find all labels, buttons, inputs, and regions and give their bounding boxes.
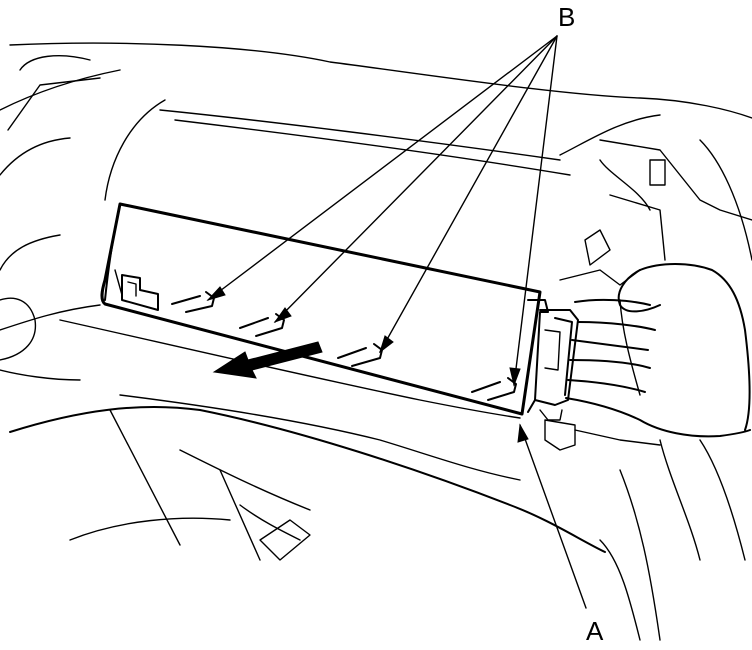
- hand: [565, 263, 751, 438]
- clip-1: [171, 291, 215, 313]
- dashboard-outline: [0, 42, 752, 641]
- clip-2: [239, 313, 285, 337]
- dashboard-lower-edge: [9, 406, 606, 553]
- arrowhead-b-2: [273, 307, 292, 324]
- lid-panel: [100, 202, 542, 416]
- arrowhead-b-3: [379, 335, 394, 354]
- leader-b-4: [513, 35, 558, 386]
- arrowheads: [206, 286, 529, 443]
- arrowhead-b-4: [509, 367, 521, 387]
- callout-b-label: B: [558, 2, 575, 32]
- arrowhead-a: [517, 423, 529, 443]
- retaining-clips: [171, 291, 517, 401]
- pull-direction-arrow: [212, 341, 323, 379]
- leader-b-1: [207, 35, 558, 301]
- leader-lines: [207, 35, 587, 609]
- leader-b-2: [274, 35, 558, 323]
- callout-a-label: A: [586, 616, 604, 646]
- clip-3: [337, 343, 383, 367]
- clip-4: [471, 377, 517, 401]
- leader-b-3: [379, 35, 558, 353]
- leader-a: [519, 424, 587, 609]
- arrowhead-b-1: [206, 286, 226, 301]
